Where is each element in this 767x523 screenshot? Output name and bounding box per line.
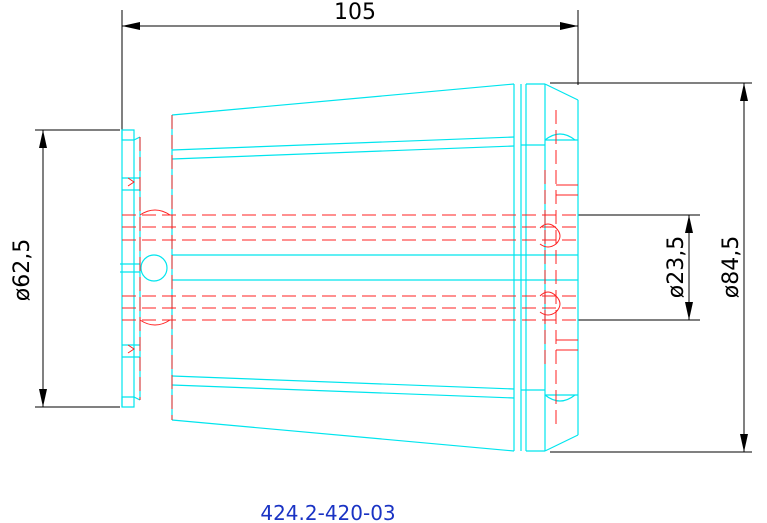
hidden-lines [122, 110, 578, 425]
length-dimension: 105 [121, 0, 579, 130]
bore-diameter-label: ø23,5 [664, 236, 689, 298]
length-dimension-label: 105 [334, 0, 376, 25]
part-number: 424.2-420-03 [260, 501, 395, 523]
bore-diameter-dimension: ø23,5 [578, 214, 700, 321]
inner-diameter-label: ø62,5 [10, 239, 35, 301]
outer-diameter-label: ø84,5 [719, 236, 744, 298]
inner-diameter-dimension: ø62,5 [10, 129, 120, 408]
collet-outline [120, 83, 579, 452]
outer-diameter-dimension: ø84,5 [550, 82, 752, 453]
hidden-detail-lines [127, 177, 578, 354]
